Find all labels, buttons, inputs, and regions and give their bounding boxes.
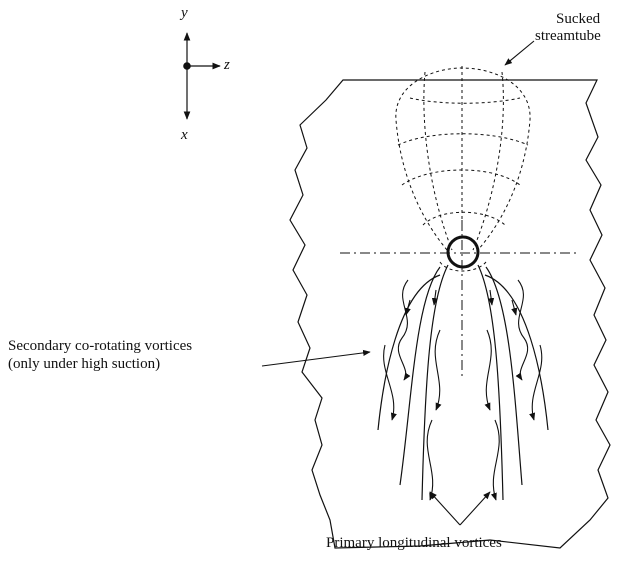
axis-z-label: z xyxy=(224,56,230,74)
centerlines xyxy=(340,220,580,380)
axes-icon xyxy=(184,33,220,119)
label-arrows xyxy=(262,41,534,525)
sucked-streamtube xyxy=(396,66,530,271)
axis-x-label: x xyxy=(181,126,188,144)
secondary-vortices xyxy=(384,280,542,500)
secondary-vortices-label-2: (only under high suction) xyxy=(8,355,160,373)
secondary-vortices-label-1: Secondary co-rotating vortices xyxy=(8,337,192,355)
sucked-streamtube-label-1: Sucked xyxy=(556,10,600,28)
plate-outline xyxy=(290,80,610,548)
axis-y-label: y xyxy=(181,4,188,22)
primary-vortices-label: Primary longitudinal vortices xyxy=(326,534,502,552)
sucked-streamtube-label-2: streamtube xyxy=(535,27,601,45)
suction-hole xyxy=(448,237,478,267)
